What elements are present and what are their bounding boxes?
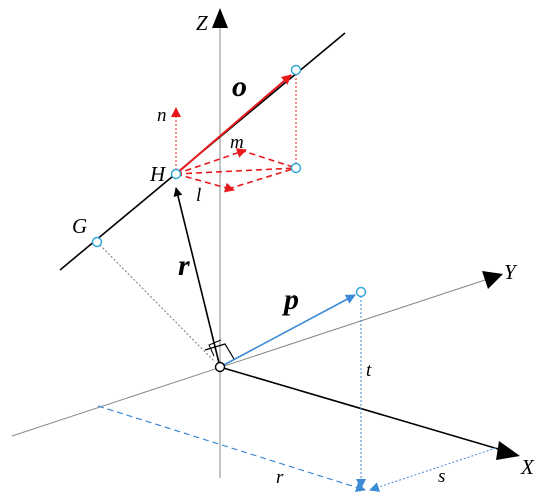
z-axis-label: Z	[196, 11, 208, 35]
g-perpendicular	[96, 241, 216, 363]
projection-s-label: s	[438, 466, 445, 487]
point-projection	[290, 162, 302, 174]
component-m-label: m	[230, 132, 244, 153]
point-o-tip	[290, 64, 302, 76]
right-angle-marker	[204, 343, 235, 360]
point-g	[91, 236, 103, 248]
y-axis	[11, 278, 489, 437]
component-l-label: l	[196, 185, 201, 206]
h-to-point	[175, 167, 297, 175]
l-to-point	[227, 167, 297, 190]
z-axis-arrowhead	[212, 8, 228, 28]
x-axis	[219, 366, 506, 452]
vector-o	[175, 74, 292, 175]
right-angle-marker-2	[208, 339, 222, 357]
vector-p-label: p	[281, 283, 299, 316]
vector-p	[219, 294, 356, 368]
l-component	[175, 173, 235, 193]
projection-t-label: t	[366, 360, 372, 381]
component-n-label: n	[157, 105, 167, 126]
vector-r	[173, 187, 221, 368]
m-to-point	[239, 149, 297, 169]
projection-r-label: r	[276, 467, 284, 488]
point-h-label: H	[149, 162, 167, 186]
s-projection	[369, 447, 497, 492]
point-p-tip	[355, 286, 367, 298]
vector-r-label: r	[178, 249, 190, 282]
m-component	[175, 148, 247, 175]
y-axis-arrowhead	[482, 271, 503, 289]
point-g-label: G	[72, 214, 87, 238]
x-axis-arrowhead	[496, 441, 520, 460]
origin	[214, 361, 226, 373]
y-axis-label: Y	[504, 260, 518, 284]
point-h	[170, 168, 182, 180]
r-projection	[97, 405, 366, 493]
vector-o-label: o	[232, 70, 247, 103]
x-axis-label: X	[520, 455, 535, 479]
